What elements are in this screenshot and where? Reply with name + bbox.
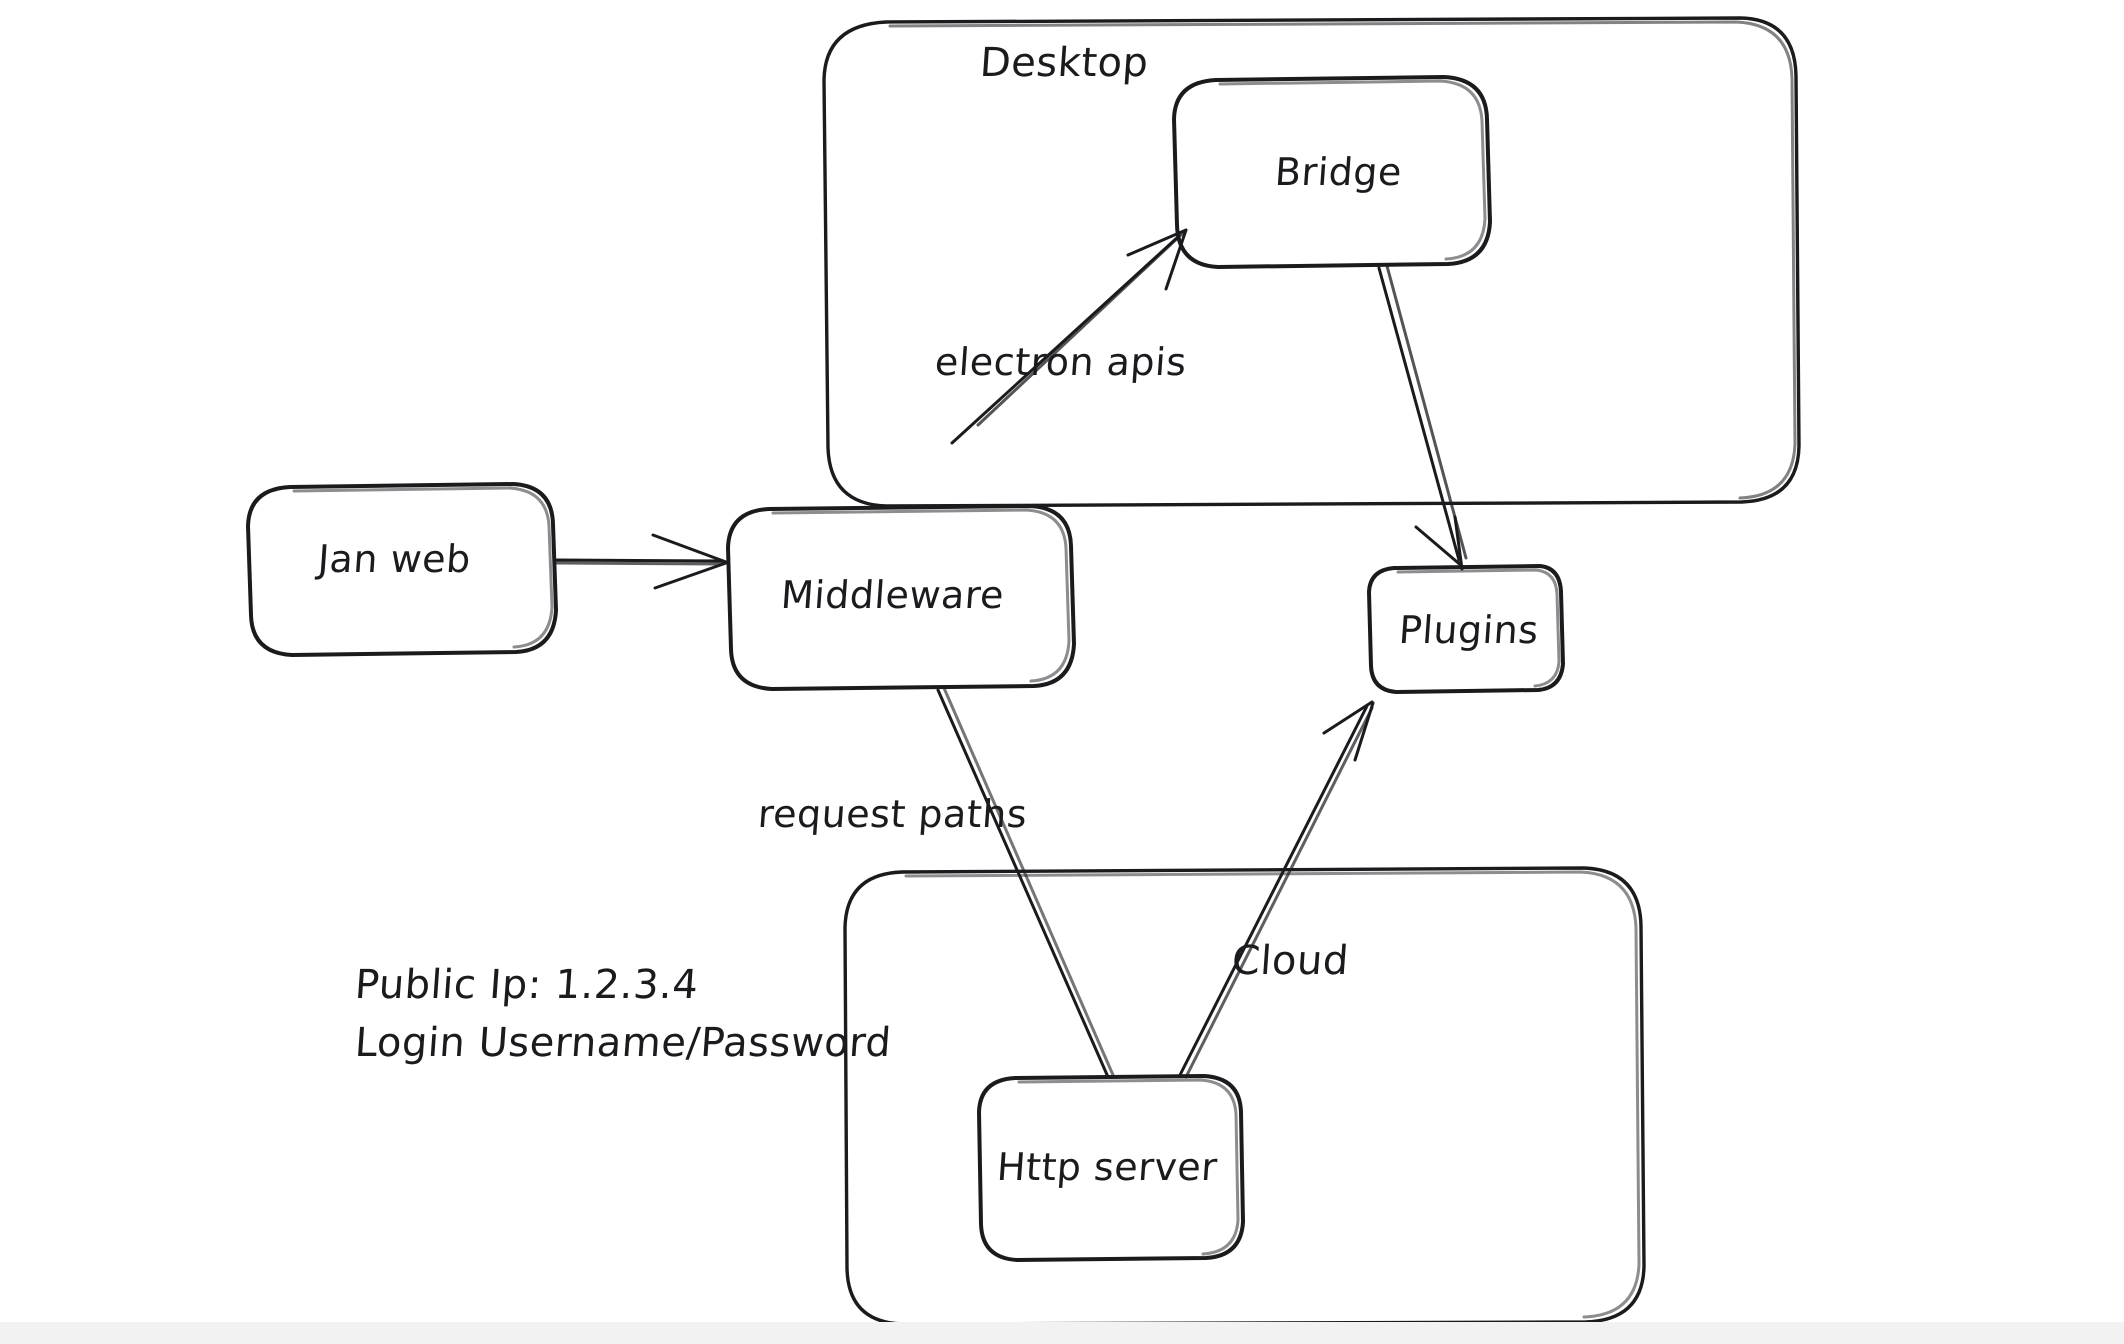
edge-label-request-paths: request paths	[756, 792, 1029, 836]
group-label-cloud: Cloud	[1230, 938, 1351, 984]
note-public-ip: Public Ip: 1.2.3.4	[353, 962, 701, 1008]
node-jan-web-outline	[246, 482, 558, 657]
edge-http-server-to-plugins	[1178, 700, 1375, 1079]
node-label-bridge: Bridge	[1273, 150, 1404, 194]
node-label-http-server: Http server	[995, 1145, 1219, 1189]
edge-bridge-to-plugins	[1377, 264, 1468, 571]
node-label-jan-web: Jan web	[316, 537, 473, 581]
node-label-plugins: Plugins	[1397, 608, 1541, 652]
node-label-middleware: Middleware	[779, 573, 1006, 617]
edge-middleware-to-http-server	[936, 686, 1115, 1079]
edge-middleware-to-bridge	[950, 228, 1188, 445]
edge-label-electron-apis: electron apis	[933, 340, 1189, 384]
group-desktop-outline	[822, 16, 1801, 508]
edge-jan-web-to-middleware	[555, 533, 728, 590]
group-cloud-outline	[843, 866, 1646, 1326]
viewport-bottom-strip	[0, 1322, 2124, 1344]
node-http-server-outline	[977, 1074, 1245, 1262]
node-bridge-outline	[1172, 75, 1492, 269]
note-login-credentials: Login Username/Password	[353, 1020, 893, 1066]
node-plugins-outline	[1367, 564, 1565, 694]
node-middleware-outline	[726, 504, 1076, 691]
group-label-desktop: Desktop	[978, 40, 1151, 86]
